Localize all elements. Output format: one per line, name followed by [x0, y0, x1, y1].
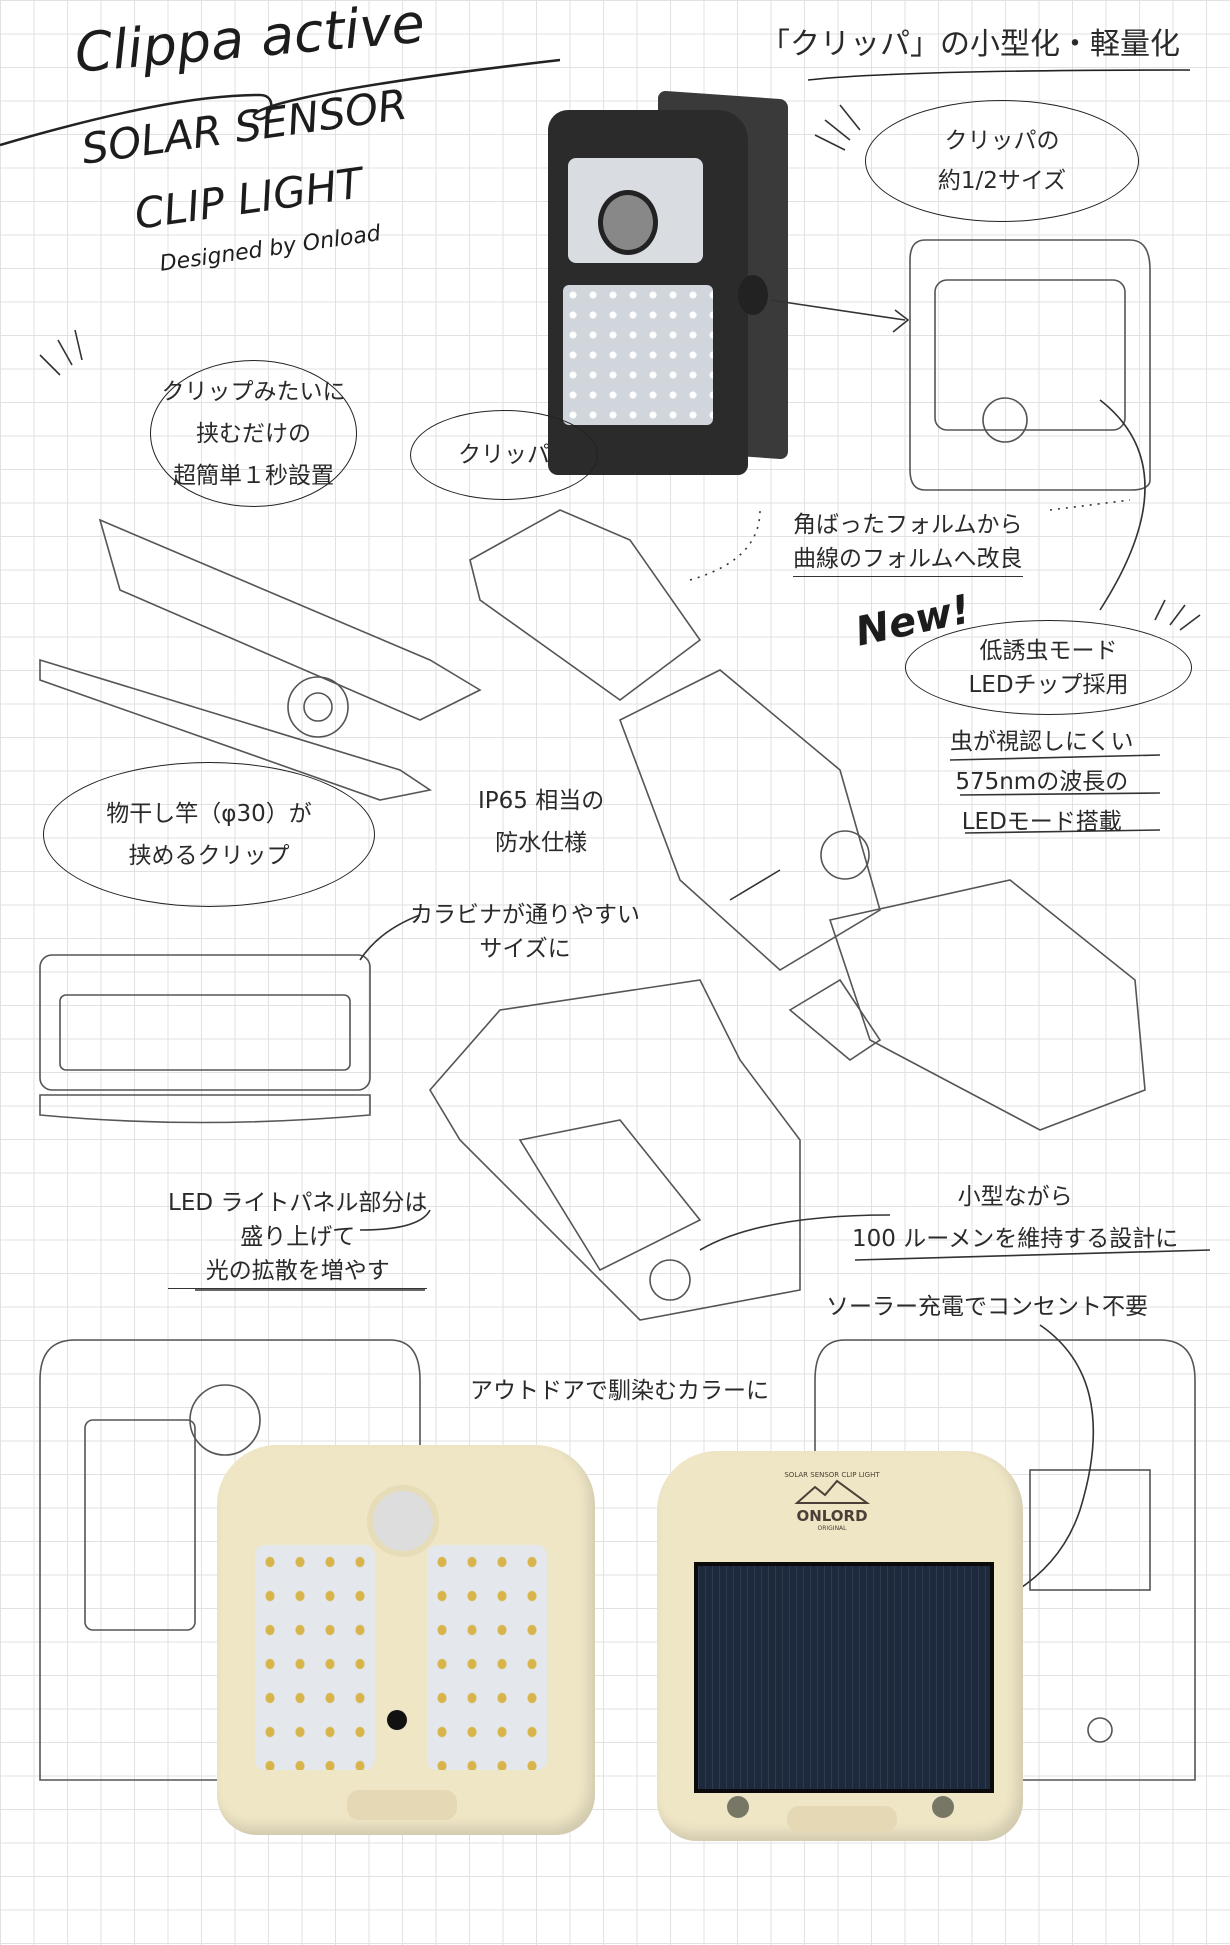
- mountain-icon: [794, 1479, 871, 1504]
- callout-insect-detail-line2: 575nmの波長の: [955, 769, 1129, 795]
- clippa-black-product: [548, 90, 798, 480]
- callout-solar: ソーラー充電でコンセント不要: [826, 1294, 1148, 1320]
- callout-easy-clip-line3: 超簡単１秒設置: [173, 462, 334, 489]
- callout-half-size-line1: クリッパの: [944, 128, 1060, 154]
- callout-led-panel-line1: LED ライトパネル部分は: [168, 1190, 428, 1216]
- callout-insect-detail-line3: LEDモード搭載: [961, 809, 1122, 835]
- callout-form-line2: 曲線のフォルムへ改良: [793, 542, 1023, 577]
- callout-color: アウトドアで馴染むカラーに: [470, 1378, 769, 1404]
- callout-low-insect: 低誘虫モード LEDチップ採用: [905, 620, 1192, 715]
- callout-clippa-text: クリッパ: [458, 442, 550, 468]
- onlord-logo: SOLAR SENSOR CLIP LIGHT ONLORD ORIGINAL: [777, 1471, 887, 1532]
- title-swash: [0, 58, 1191, 147]
- callout-clippa: クリッパ: [410, 410, 598, 500]
- callout-easy-clip-line2: 挟むだけの: [196, 420, 311, 447]
- callout-led-panel: LED ライトパネル部分は 盛り上げて 光の拡散を増やす: [168, 1186, 428, 1289]
- callout-half-size: クリッパの 約1/2サイズ: [865, 100, 1139, 222]
- callout-led-panel-line3: 光の拡散を増やす: [168, 1254, 428, 1289]
- callout-easy-clip-line1: クリップみたいに: [161, 378, 346, 405]
- callout-waterproof: IP65 相当の 防水仕様: [478, 780, 604, 864]
- cream-light-front: [217, 1445, 595, 1835]
- callout-carabiner-line1: カラビナが通りやすい: [410, 902, 640, 928]
- logo-arc-text: SOLAR SENSOR CLIP LIGHT: [784, 1471, 880, 1479]
- callout-low-insect-line1: 低誘虫モード: [979, 637, 1118, 664]
- callout-half-size-line2: 約1/2サイズ: [937, 168, 1067, 194]
- callout-lumen: 小型ながら 100 ルーメンを維持する設計に: [852, 1176, 1178, 1260]
- solar-panel: [694, 1562, 994, 1793]
- headline: 「クリッパ」の小型化・軽量化: [760, 27, 1180, 62]
- logo-sub: ORIGINAL: [817, 1525, 847, 1532]
- logo-name: ONLORD: [796, 1507, 868, 1525]
- callout-pole-line1: 物干し竿（φ30）が: [106, 800, 312, 827]
- callout-easy-clip: クリップみたいに 挟むだけの 超簡単１秒設置: [150, 360, 357, 507]
- callout-led-panel-line2: 盛り上げて: [240, 1224, 356, 1250]
- callout-insect-detail-line1: 虫が視認しにくい: [950, 729, 1134, 755]
- callout-form-line1: 角ばったフォルムから: [793, 512, 1023, 538]
- callout-waterproof-line1: IP65 相当の: [478, 788, 605, 814]
- callout-insect-detail: 虫が視認しにくい 575nmの波長の LEDモード搭載: [950, 722, 1134, 842]
- callout-lumen-line1: 小型ながら: [957, 1184, 1073, 1210]
- callout-low-insect-line2: LEDチップ採用: [968, 671, 1129, 698]
- callout-pole-line2: 挟めるクリップ: [128, 842, 290, 869]
- cream-light-back: SOLAR SENSOR CLIP LIGHT ONLORD ORIGINAL: [657, 1451, 1023, 1841]
- callout-carabiner: カラビナが通りやすい サイズに: [410, 898, 640, 966]
- callout-pole: 物干し竿（φ30）が 挟めるクリップ: [43, 762, 375, 907]
- callout-carabiner-line2: サイズに: [479, 936, 571, 962]
- callout-form: 角ばったフォルムから 曲線のフォルムへ改良: [793, 508, 1023, 577]
- callout-lumen-line2: 100 ルーメンを維持する設計に: [852, 1226, 1179, 1252]
- callout-waterproof-line2: 防水仕様: [495, 830, 588, 856]
